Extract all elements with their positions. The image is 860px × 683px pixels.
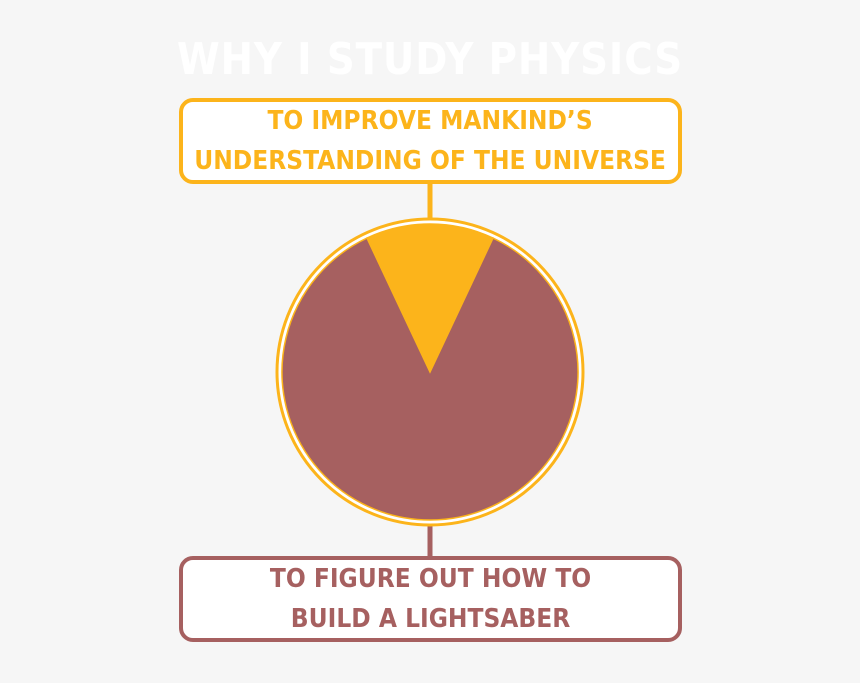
- pie-slices: [281, 223, 579, 521]
- label-text-lightsaber: TO FIGURE OUT HOW TO BUILD A LIGHTSABER: [270, 559, 591, 639]
- label-line-1: TO FIGURE OUT HOW TO: [269, 564, 592, 594]
- label-line-1: TO IMPROVE MANKIND’S: [267, 106, 594, 136]
- label-box-lightsaber: TO FIGURE OUT HOW TO BUILD A LIGHTSABER: [179, 556, 682, 642]
- label-box-understanding: TO IMPROVE MANKIND’S UNDERSTANDING OF TH…: [179, 98, 682, 184]
- pie-slice-understanding: [365, 223, 495, 374]
- chart-title: WHY I STUDY PHYSICS: [177, 34, 683, 85]
- label-text-understanding: TO IMPROVE MANKIND’S UNDERSTANDING OF TH…: [195, 101, 667, 181]
- label-line-2: UNDERSTANDING OF THE UNIVERSE: [194, 146, 667, 176]
- pie-slice-lightsaber: [281, 237, 579, 521]
- label-line-2: BUILD A LIGHTSABER: [290, 604, 571, 634]
